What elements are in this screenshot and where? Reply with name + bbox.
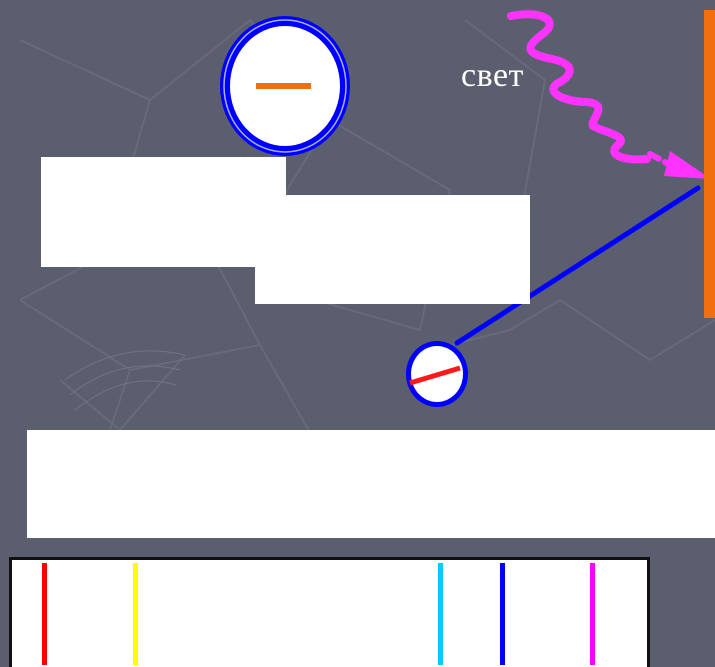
arrow-head-icon (664, 151, 711, 179)
blank-box-upper-left (41, 157, 286, 267)
electron (220, 16, 350, 156)
blank-box-upper-center (255, 195, 530, 304)
spectral-line-magenta (590, 563, 595, 665)
emitted-path (454, 185, 701, 346)
small-particle (406, 341, 468, 407)
light-label: свет (461, 57, 524, 94)
red-slash-icon (409, 365, 461, 386)
spectral-line-cyan (438, 563, 443, 665)
spectrum-panel (9, 557, 650, 667)
minus-icon (256, 83, 311, 89)
spectral-line-red (42, 563, 47, 665)
light-wave-icon (507, 10, 651, 164)
blank-box-wide (27, 430, 715, 538)
spectral-line-yellow (133, 563, 138, 665)
emitter-plate (704, 10, 715, 318)
spectral-line-blue (500, 563, 505, 665)
